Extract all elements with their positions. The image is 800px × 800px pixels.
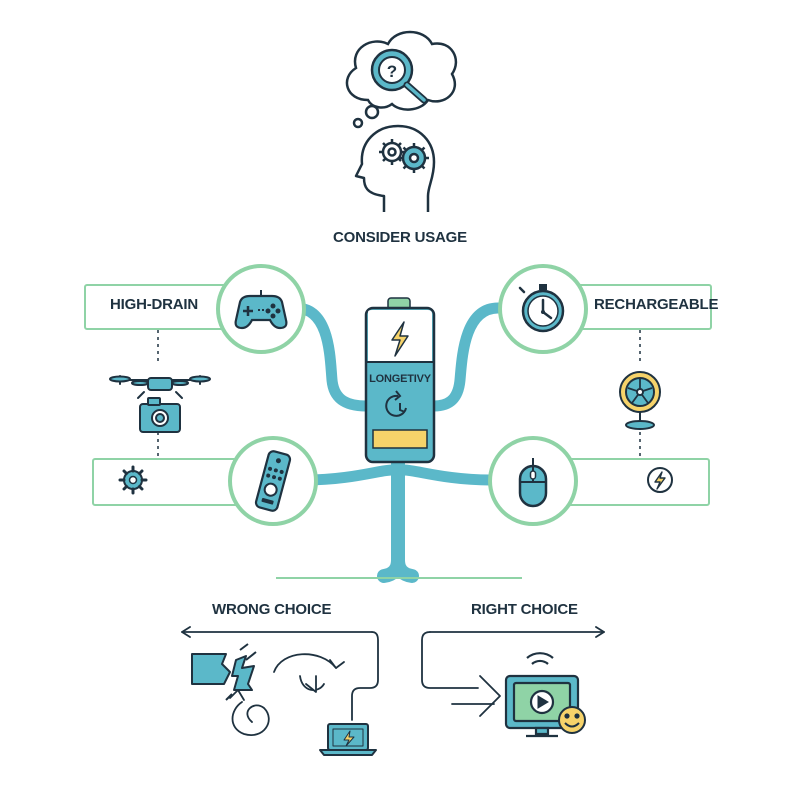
gear-icon <box>118 465 148 495</box>
smiley-icon <box>558 706 586 734</box>
flow-arrows <box>181 626 605 736</box>
stopwatch-icon <box>518 284 565 333</box>
label-rechargeable: RECHARGEABLE <box>594 296 719 313</box>
label-right-choice: RIGHT CHOICE <box>471 601 578 618</box>
gamepad-circle <box>216 264 306 354</box>
battery-label-longevity: LONGETIVY <box>369 373 431 385</box>
remote-circle <box>228 436 318 526</box>
remote-icon <box>254 450 292 512</box>
gear-right <box>399 143 429 173</box>
label-high-drain: HIGH-DRAIN <box>110 296 198 313</box>
high-drain-box <box>84 284 238 330</box>
svg-text:?: ? <box>387 62 397 81</box>
right-lower-box <box>560 458 710 506</box>
stopwatch-circle <box>498 264 588 354</box>
refresh-clock-icon <box>385 390 407 417</box>
mouse-icon <box>518 458 548 508</box>
magnifier-question-icon: ? <box>370 48 428 104</box>
drone-camera-icon <box>109 375 211 433</box>
label-wrong-choice: WRONG CHOICE <box>212 601 332 618</box>
desk-fan-icon <box>619 371 661 430</box>
broken-battery-icon <box>191 643 257 701</box>
left-lower-box <box>92 458 246 506</box>
gear-left <box>379 139 405 165</box>
laptop-icon <box>319 723 377 756</box>
head-gears-icon <box>354 124 436 212</box>
mouse-circle <box>488 436 578 526</box>
tree <box>290 302 504 583</box>
bolt-icon <box>391 321 409 357</box>
gamepad-icon <box>234 290 288 330</box>
bolt-circle-icon <box>647 467 673 493</box>
battery <box>364 297 436 464</box>
title-consider-usage: CONSIDER USAGE <box>333 229 467 246</box>
